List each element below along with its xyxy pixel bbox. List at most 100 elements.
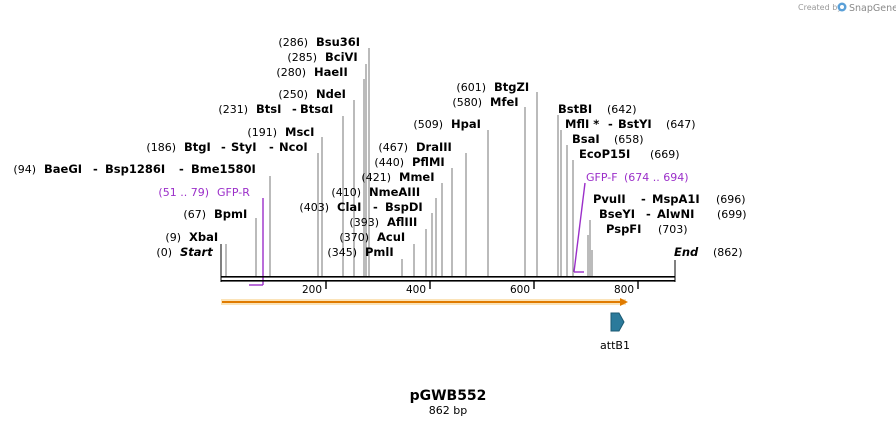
enzyme-hpai[interactable]: HpaI — [451, 117, 481, 131]
enzyme-pflmi-pos: (440) — [374, 156, 404, 169]
enzyme-btsi-pos: (231) — [218, 103, 248, 116]
enzyme-draiii[interactable]: DraIII — [416, 140, 452, 154]
enzyme-pvuii-sep: - — [641, 192, 646, 206]
enzyme-btgzi-pos: (601) — [456, 81, 486, 94]
enzyme-mmei-pos: (421) — [361, 171, 391, 184]
enzyme-bstyi-pos: (647) — [666, 118, 696, 131]
enzyme-bspdi[interactable]: BspDI — [385, 200, 423, 214]
enzyme-mspa1i[interactable]: MspA1I — [652, 192, 700, 206]
start-label: Start — [180, 245, 213, 259]
enzyme-ndei[interactable]: NdeI — [316, 87, 346, 101]
enzyme-msci[interactable]: MscI — [285, 125, 314, 139]
enzyme-bstbi[interactable]: BstBI — [558, 102, 592, 116]
backbone-bottom-strand — [221, 280, 675, 282]
enzyme-bsu36i-pos: (286) — [278, 36, 308, 49]
start-position: (0) — [156, 246, 172, 259]
enzyme-clai-sep: - — [373, 200, 378, 214]
plasmid-name: pGWB552 — [410, 388, 487, 404]
enzyme-pspfi[interactable]: PspFI — [606, 222, 641, 236]
enzyme-ncoi[interactable]: NcoI — [279, 140, 308, 154]
enzyme-btgi-pos: (186) — [146, 141, 176, 154]
end-position: (862) — [713, 246, 743, 259]
enzyme-bpmi[interactable]: BpmI — [214, 207, 247, 221]
enzyme-alwni[interactable]: AlwNI — [657, 207, 694, 221]
enzyme-styi-sep: - — [269, 140, 274, 154]
enzyme-afliii[interactable]: AflIII — [387, 215, 417, 229]
enzyme-baegi-pos: (94) — [13, 163, 36, 176]
backbone-top-strand — [221, 276, 675, 278]
enzyme-acui-pos: (370) — [339, 231, 369, 244]
enzyme-bstbi-pos: (642) — [607, 103, 637, 116]
enzyme-btsi-sep: - — [292, 102, 297, 116]
enzyme-bpmi-pos: (67) — [183, 208, 206, 221]
enzyme-baegi[interactable]: BaeGI — [44, 162, 82, 176]
enzyme-bseyi[interactable]: BseYI — [599, 207, 635, 221]
enzyme-mmei[interactable]: MmeI — [399, 170, 435, 184]
enzyme-leader-lines — [220, 48, 593, 276]
enzyme-bseyi-sep: - — [646, 207, 651, 221]
enzyme-pflmi[interactable]: PflMI — [412, 155, 445, 169]
enzyme-pvuii[interactable]: PvuII — [593, 192, 626, 206]
enzyme-nmeaiii-pos: (410) — [331, 186, 361, 199]
enzyme-bcivi[interactable]: BciVI — [325, 50, 358, 64]
enzyme-bme1580i[interactable]: Bme1580I — [191, 162, 256, 176]
primer-gfp-r[interactable]: GFP-R — [217, 186, 250, 199]
enzyme-bsp1286i-sep: - — [179, 162, 184, 176]
enzyme-bsu36i[interactable]: Bsu36I — [316, 35, 360, 49]
enzyme-acui[interactable]: AcuI — [377, 230, 405, 244]
enzyme-bcivi-pos: (285) — [287, 51, 317, 64]
ruler-label-600: 600 — [510, 284, 530, 296]
enzyme-bstyi[interactable]: BstYI — [618, 117, 652, 131]
enzyme-xbai[interactable]: XbaI — [189, 230, 218, 244]
snapgene-brand: SnapGene — [849, 3, 896, 14]
enzyme-bsai-pos: (658) — [614, 133, 644, 146]
enzyme-mfei[interactable]: MfeI — [490, 95, 519, 109]
enzyme-btgzi[interactable]: BtgZI — [494, 80, 529, 94]
enzyme-bsp1286i[interactable]: Bsp1286I — [105, 162, 165, 176]
ruler-tick-marks — [325, 281, 639, 289]
attb1-label: attB1 — [600, 339, 630, 352]
enzyme-nmeaiii[interactable]: NmeAIII — [369, 185, 420, 199]
enzyme-clai[interactable]: ClaI — [337, 200, 361, 214]
enzyme-alwni-pos: (699) — [717, 208, 747, 221]
enzyme-clai-pos: (403) — [299, 201, 329, 214]
enzyme-msci-pos: (191) — [247, 126, 277, 139]
enzyme-mfei-pos: (580) — [452, 96, 482, 109]
enzyme-btsi[interactable]: BtsI — [256, 102, 281, 116]
enzyme-ecop15i-pos: (669) — [650, 148, 680, 161]
enzyme-mspa1i-pos: (696) — [716, 193, 746, 206]
enzyme-btgi-sep: - — [221, 140, 226, 154]
end-label: End — [674, 245, 699, 259]
orf-arrowhead — [620, 298, 628, 306]
enzyme-afliii-pos: (393) — [349, 216, 379, 229]
created-by-text: Created by — [798, 3, 842, 12]
enzyme-ndei-pos: (250) — [278, 88, 308, 101]
primer-marks — [249, 182, 586, 286]
ruler-label-400: 400 — [406, 284, 426, 296]
enzyme-haeii[interactable]: HaeII — [314, 65, 348, 79]
snapgene-logo — [837, 2, 847, 12]
enzyme-pmli-pos: (345) — [327, 246, 357, 259]
enzyme-bsai[interactable]: BsaI — [572, 132, 600, 146]
primer-gfp-f[interactable]: GFP-F — [586, 171, 618, 184]
enzyme-baegi-sep: - — [93, 162, 98, 176]
enzyme-styi[interactable]: StyI — [231, 140, 257, 154]
ruler-label-800: 800 — [614, 284, 634, 296]
enzyme-hpai-pos: (509) — [413, 118, 443, 131]
enzyme-pspfi-pos: (703) — [658, 223, 688, 236]
enzyme-haeii-pos: (280) — [276, 66, 306, 79]
enzyme-btgi[interactable]: BtgI — [184, 140, 211, 154]
primer-gfp-r-range: (51 .. 79) — [158, 186, 209, 199]
enzyme-btsai[interactable]: BtsαI — [300, 102, 333, 116]
attb1-feature[interactable] — [610, 312, 625, 332]
enzyme-mfli-sep: - — [608, 117, 613, 131]
enzyme-xbai-pos: (9) — [165, 231, 181, 244]
enzyme-pmli[interactable]: PmlI — [365, 245, 394, 259]
ruler-label-200: 200 — [302, 284, 322, 296]
enzyme-mfli[interactable]: MflI * — [565, 117, 599, 131]
enzyme-draiii-pos: (467) — [378, 141, 408, 154]
primer-gfp-f-range: (674 .. 694) — [624, 171, 689, 184]
enzyme-ecop15i[interactable]: EcoP15I — [579, 147, 630, 161]
plasmid-length: 862 bp — [429, 404, 467, 417]
